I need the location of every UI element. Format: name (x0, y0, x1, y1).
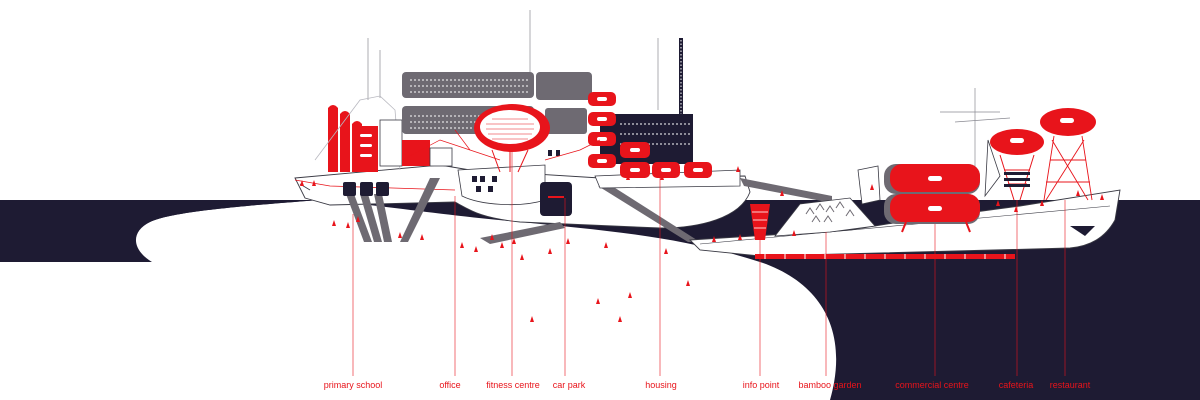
fitness-centre-building (457, 104, 560, 206)
label-car-park: car park (553, 380, 586, 390)
people-markers (300, 166, 1104, 322)
antenna-lines (367, 10, 1011, 170)
label-bamboo-garden: bamboo garden (798, 380, 861, 390)
label-info-point: info point (743, 380, 780, 390)
leader-lines (352, 152, 1066, 376)
label-restaurant: restaurant (1050, 380, 1091, 390)
label-housing: housing (645, 380, 677, 390)
bamboo-garden (774, 197, 876, 237)
commercial-centre-building (884, 164, 980, 233)
label-office: office (439, 380, 460, 390)
label-commercial-centre: commercial centre (895, 380, 969, 390)
housing-building (588, 92, 741, 189)
school-pillars (346, 194, 392, 242)
label-fitness-centre: fitness centre (486, 380, 540, 390)
ramps (400, 178, 832, 244)
info-point-building (750, 204, 770, 240)
label-cafeteria: cafeteria (999, 380, 1034, 390)
dark-mast (679, 38, 683, 118)
diagram-labels: primary school office fitness centre car… (324, 380, 1091, 390)
cafeteria-building (990, 129, 1044, 201)
restaurant-building (1040, 108, 1096, 201)
school-dark-blocks (343, 182, 389, 196)
car-park-building (540, 182, 572, 216)
label-primary-school: primary school (324, 380, 383, 390)
primary-school-building (314, 95, 401, 172)
red-connector-lines (401, 129, 601, 161)
